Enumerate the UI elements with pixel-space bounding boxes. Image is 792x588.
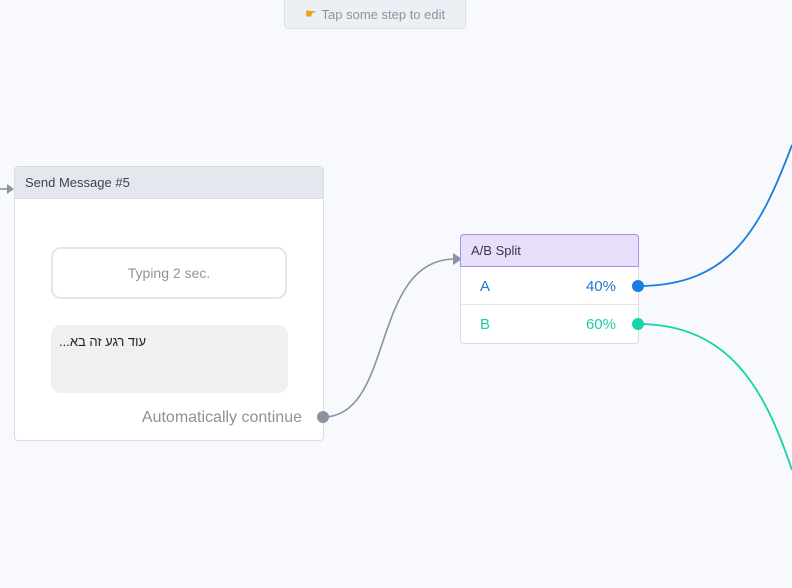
variant-a-output-port[interactable] xyxy=(632,280,644,292)
variant-a-row[interactable]: A 40% xyxy=(461,268,638,305)
variant-a-label: A xyxy=(480,277,491,295)
edit-hint-text: Tap some step to edit xyxy=(321,6,446,22)
send-message-title: Send Message #5 xyxy=(25,175,130,190)
branch-b-connector xyxy=(637,323,792,471)
variant-a-percent: 40% xyxy=(585,277,616,295)
message-bubble[interactable]: עוד רגע זה בא... xyxy=(51,325,288,393)
variant-b-output-port[interactable] xyxy=(632,318,644,330)
edit-hint: ☛ Tap some step to edit xyxy=(284,0,466,29)
ab-split-header[interactable]: A/B Split xyxy=(460,234,639,267)
ab-split-node[interactable]: A/B Split A 40% B 60% xyxy=(460,234,644,344)
message-text: עוד רגע זה בא... xyxy=(59,334,147,349)
send-message-node[interactable]: Send Message #5 Typing 2 sec. עוד רגע זה… xyxy=(14,166,329,441)
typing-delay-label: Typing 2 sec. xyxy=(127,265,211,281)
auto-continue-label: Automatically continue xyxy=(141,409,302,426)
continue-output-port[interactable] xyxy=(317,411,329,423)
send-message-header[interactable]: Send Message #5 xyxy=(15,167,323,199)
variant-b-label: B xyxy=(480,316,491,333)
variant-b-percent: 60% xyxy=(585,316,616,333)
send-to-split-connector xyxy=(322,258,456,418)
pointing-hand-icon: ☛ xyxy=(304,6,317,21)
ab-split-title: A/B Split xyxy=(471,243,521,258)
typing-delay-block[interactable]: Typing 2 sec. xyxy=(51,247,287,299)
incoming-arrowhead xyxy=(7,184,14,194)
branch-a-connector xyxy=(637,144,792,287)
split-input-arrowhead xyxy=(453,253,462,265)
variant-b-row[interactable]: B 60% xyxy=(461,306,638,343)
